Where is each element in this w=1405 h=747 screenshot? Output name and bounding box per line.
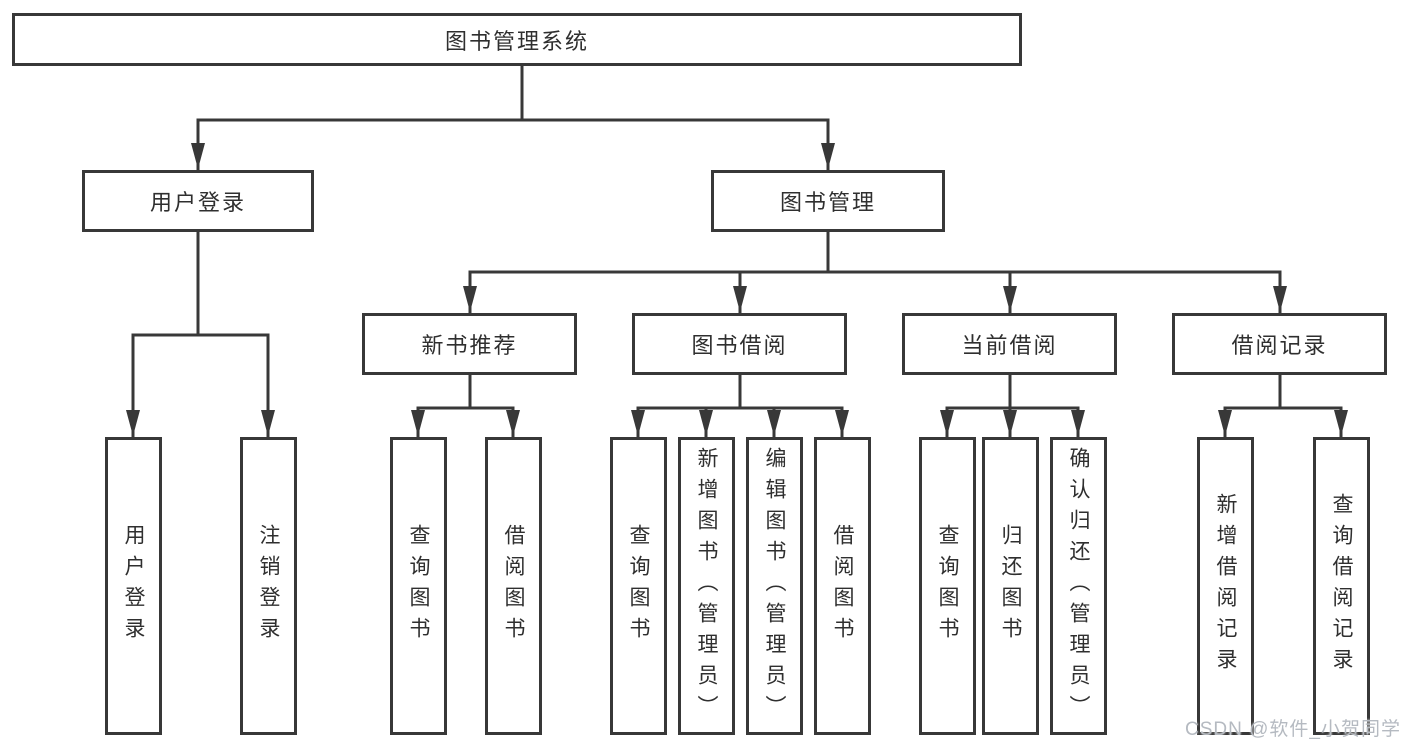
node-label: 查询图书 — [407, 524, 430, 648]
node-label: 查询图书 — [627, 524, 650, 648]
leaf-add-borrow-record: 新增借阅记录 — [1197, 437, 1254, 735]
node-new-book-recommendation: 新书推荐 — [362, 313, 577, 375]
leaf-edit-book-admin: 编辑图书（管理员） — [746, 437, 803, 735]
node-label: 借阅图书 — [502, 524, 525, 648]
leaf-return-books: 归还图书 — [982, 437, 1039, 735]
node-borrowing-records: 借阅记录 — [1172, 313, 1387, 375]
node-label: 确认归还（管理员） — [1067, 446, 1090, 726]
node-label: 图书管理系统 — [444, 28, 589, 54]
leaf-logout: 注销登录 — [240, 437, 297, 735]
node-label: 新书推荐 — [421, 333, 518, 358]
node-current-borrowing: 当前借阅 — [902, 313, 1117, 375]
node-label: 查询图书 — [936, 524, 959, 648]
node-label: 归还图书 — [999, 524, 1022, 648]
watermark: CSDN @软件_小贺同学 — [1185, 719, 1401, 740]
leaf-user-login: 用户登录 — [105, 437, 162, 735]
node-book-management: 图书管理 — [711, 170, 945, 232]
node-library-management-system: 图书管理系统 — [12, 13, 1022, 66]
node-label: 新增借阅记录 — [1214, 493, 1237, 679]
leaf-query-books-recommend: 查询图书 — [390, 437, 447, 735]
leaf-borrow-books: 借阅图书 — [814, 437, 871, 735]
leaf-borrow-books-recommend: 借阅图书 — [485, 437, 542, 735]
node-label: 注销登录 — [257, 524, 280, 648]
leaf-confirm-return-admin: 确认归还（管理员） — [1050, 437, 1107, 735]
node-label: 图书管理 — [779, 190, 876, 215]
leaf-add-book-admin: 新增图书（管理员） — [678, 437, 735, 735]
leaf-query-borrow-record: 查询借阅记录 — [1313, 437, 1370, 735]
node-label: 图书借阅 — [691, 333, 788, 358]
node-label: 借阅记录 — [1231, 333, 1328, 358]
node-book-borrowing: 图书借阅 — [632, 313, 847, 375]
node-user-login: 用户登录 — [82, 170, 314, 232]
node-label: 编辑图书（管理员） — [763, 446, 786, 726]
node-label: 用户登录 — [149, 190, 246, 215]
node-label: 新增图书（管理员） — [695, 446, 718, 726]
leaf-query-books-current: 查询图书 — [919, 437, 976, 735]
node-label: 查询借阅记录 — [1330, 493, 1353, 679]
node-label: 用户登录 — [122, 524, 145, 648]
node-label: 当前借阅 — [961, 333, 1058, 358]
leaf-query-books-borrowing: 查询图书 — [610, 437, 667, 735]
node-label: 借阅图书 — [831, 524, 854, 648]
